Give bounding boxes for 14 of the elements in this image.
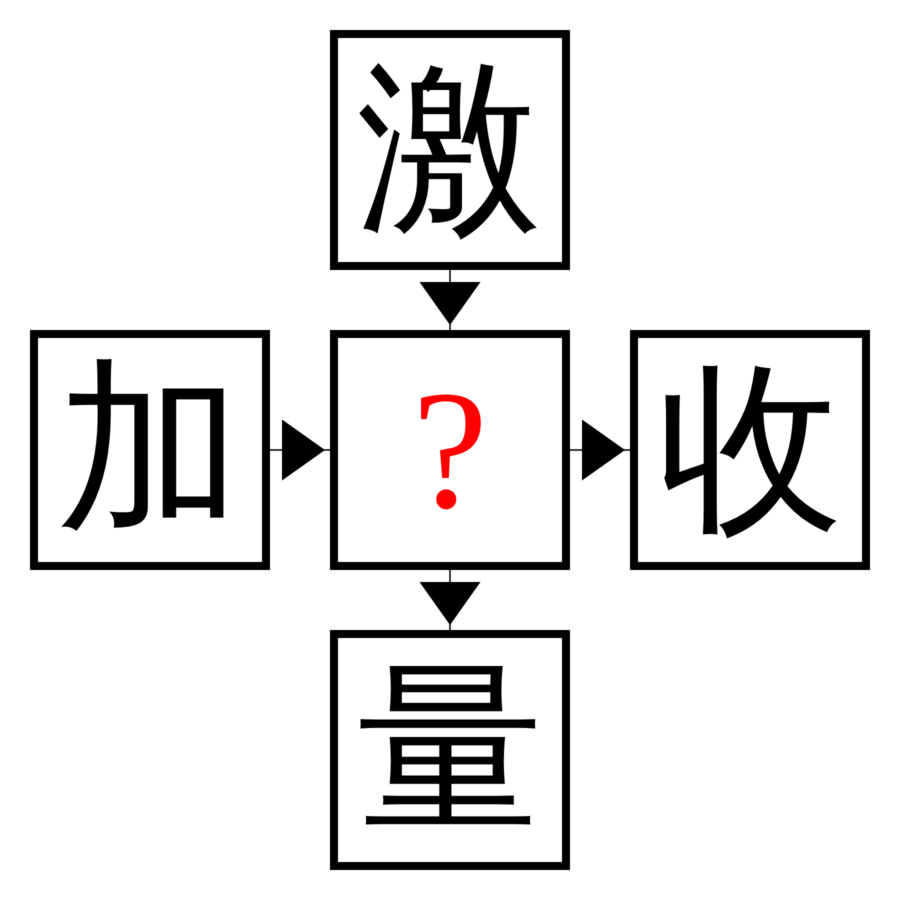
character-box [330,30,570,270]
character-box [330,330,570,570]
character-box [630,330,870,570]
character: 量 [357,657,543,843]
character-box [30,330,270,570]
character: 激 [357,57,543,243]
arrow [270,420,330,480]
arrow [570,420,630,480]
arrow [420,270,480,330]
character-box [330,630,570,870]
character: 加 [57,357,243,543]
character: 收 [657,357,843,543]
question-mark: ? [412,365,488,535]
arrow [420,570,480,630]
